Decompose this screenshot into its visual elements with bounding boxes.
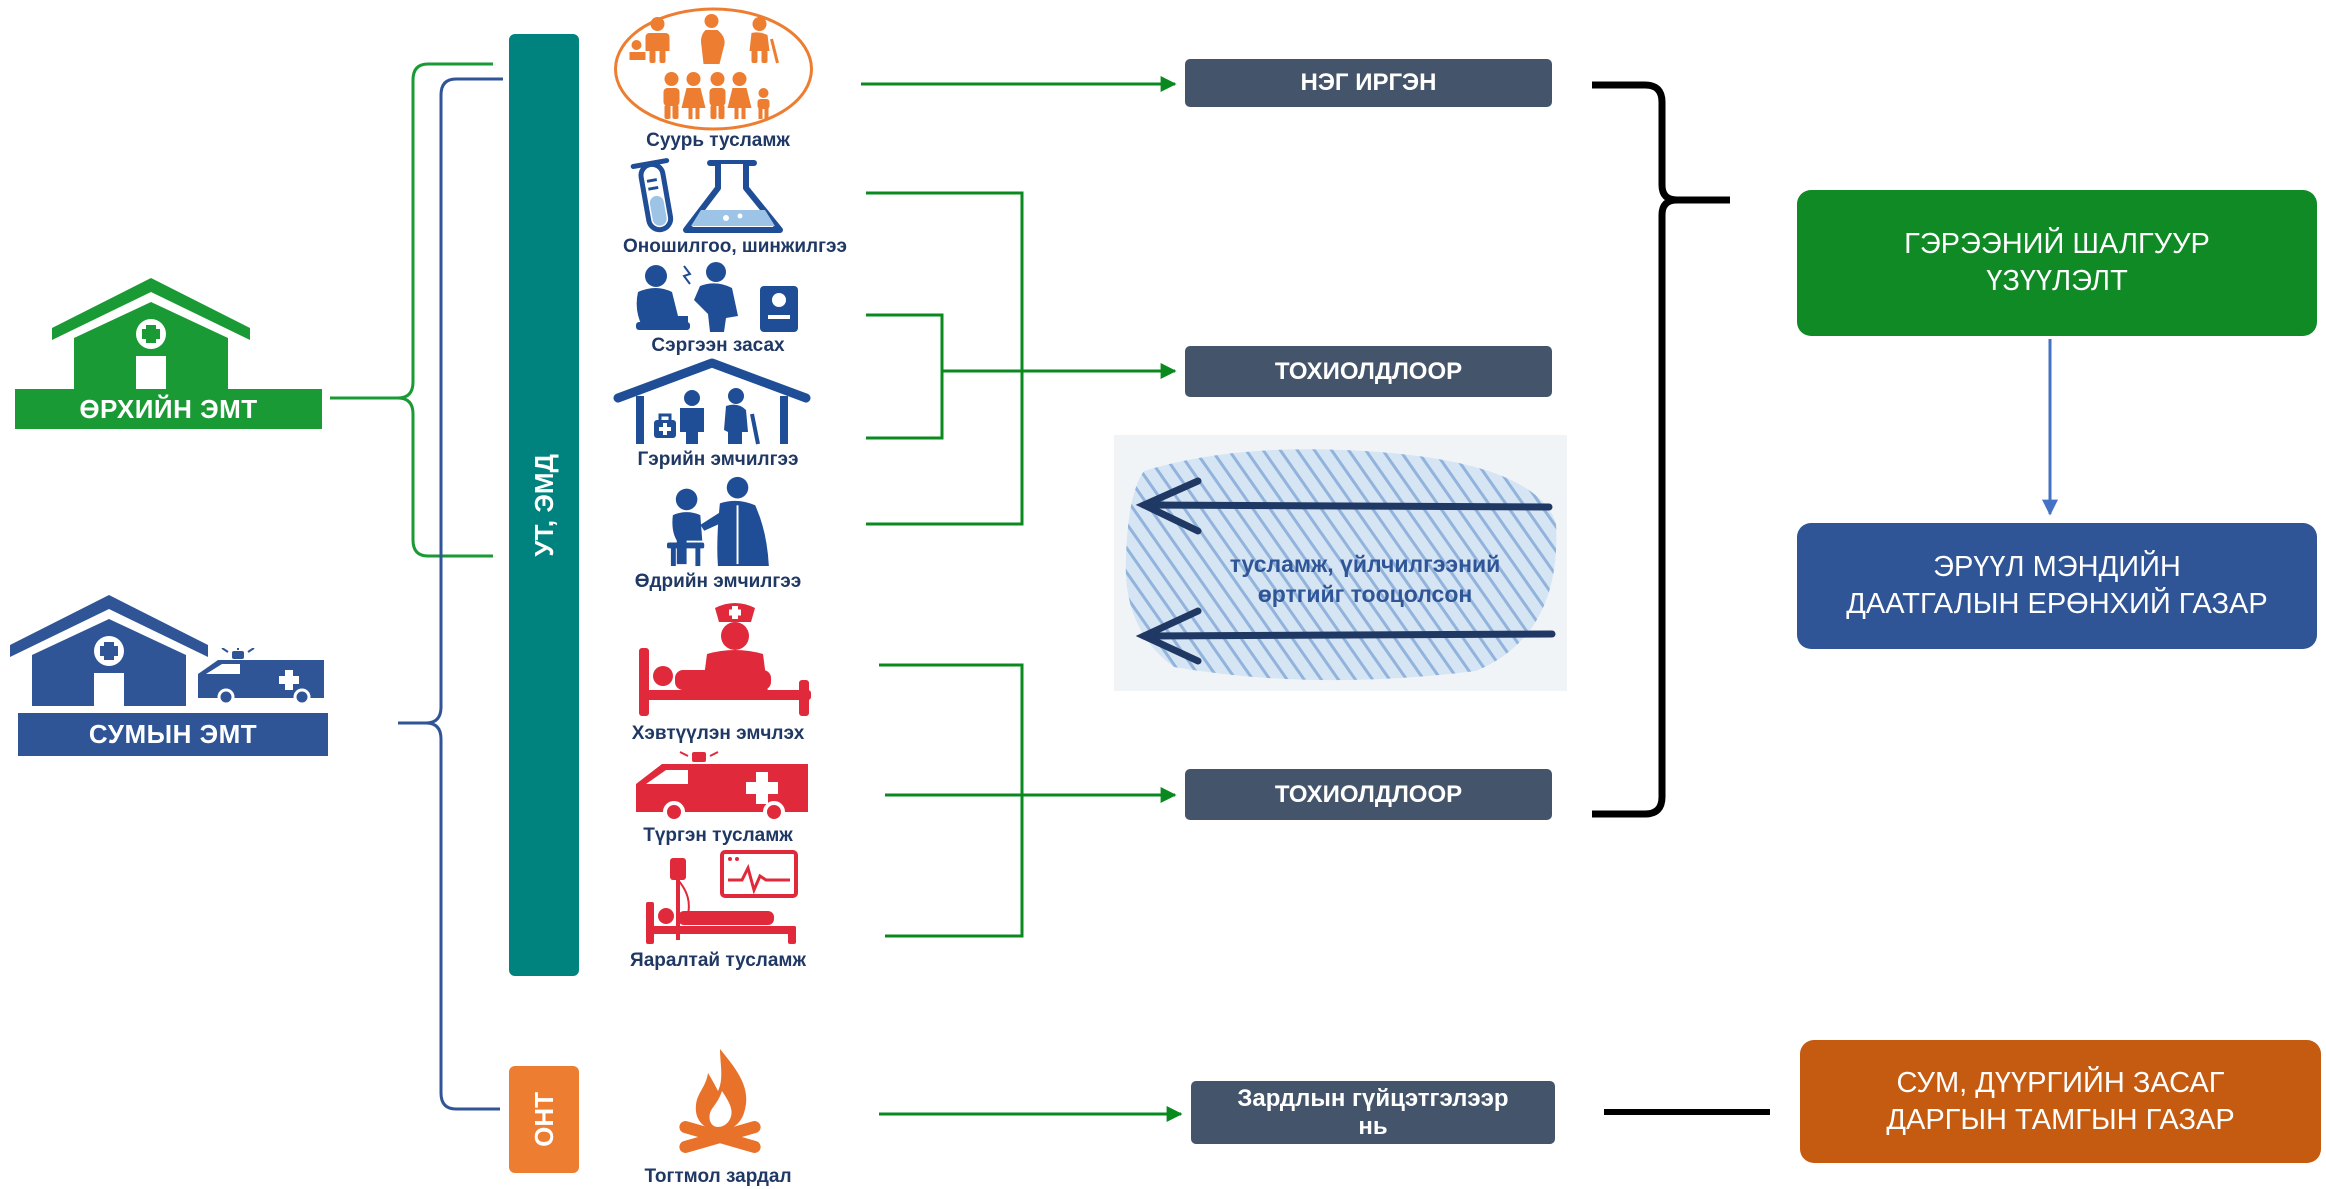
service-label: Хэвтүүлэн эмчлэх [631,723,805,744]
outpatient-services-bracket-inner [866,313,944,440]
laboratory-flask-icon [630,158,783,233]
contract-criteria-box: ГЭРЭЭНИЙ ШАЛГУУР ҮЗҮҮЛЭЛТ [1797,190,2317,336]
family-icon [614,7,813,131]
campfire-icon [679,1049,761,1153]
inpatient-bed-nurse-icon [639,603,811,716]
left-arrow-icon [1135,477,1556,665]
outpatient-services-bracket-outer [866,191,1024,526]
home-care-icon [613,358,811,445]
service-label: Оношилгоо, шинжилгээ [623,236,847,257]
doctor-patient-icon [667,476,769,567]
emergency-bed-monitor-icon [646,850,798,944]
family-center-brace [330,62,493,558]
hospital-building-icon [10,595,208,706]
service-label: Суурь тусламж [646,130,790,151]
hospital-services-bracket [879,663,1024,938]
family-health-center-label: ӨРХИЙН ЭМТ [15,389,322,429]
insurance-agency-box: ЭРҮҮЛ МЭНДИЙН ДААТГАЛЫН ЕРӨНХИЙ ГАЗАР [1797,523,2317,649]
ambulance-icon [636,751,808,823]
hospital-building-icon [52,278,250,389]
service-label: Өдрийн эмчилгээ [634,571,802,592]
payment-methods-brace [1592,81,1730,818]
payment-method-case-based: ТОХИОЛДЛООР [1185,769,1552,820]
service-label: Тогтмол зардал [644,1166,792,1187]
fixed-funding-bar: ОНТ [509,1066,579,1173]
soum-health-center-label: СУМЫН ЭМТ [18,713,328,756]
service-label: Түргэн тусламж [643,825,793,846]
ambulance-icon [198,648,324,706]
fixed-funding-label: ОНТ [528,1092,559,1147]
main-funding-label: УТ, ЭМД [528,453,559,557]
payment-method-capitation: НЭГ ИРГЭН [1185,59,1552,107]
service-label: Сэргээн засах [651,335,785,356]
payment-method-expense-based: Зардлын гүйцэтгэлээр нь [1191,1081,1555,1144]
soum-center-brace [398,77,503,1111]
service-label: Гэрийн эмчилгээ [637,449,799,470]
main-funding-bar: УТ, ЭМД [509,34,579,976]
payment-method-case-based: ТОХИОЛДЛООР [1185,346,1552,397]
rehabilitation-icon [636,262,798,332]
service-label: Яаралтай тусламж [630,950,806,971]
governor-office-box: СУМ, ДҮҮРГИЙН ЗАСАГ ДАРГЫН ТАМГЫН ГАЗАР [1800,1040,2321,1163]
cost-calculation-graphic [1114,435,1567,691]
cost-basis-note: тусламж, үйлчилгээний өртгийг тооцолсон [1229,551,1501,607]
